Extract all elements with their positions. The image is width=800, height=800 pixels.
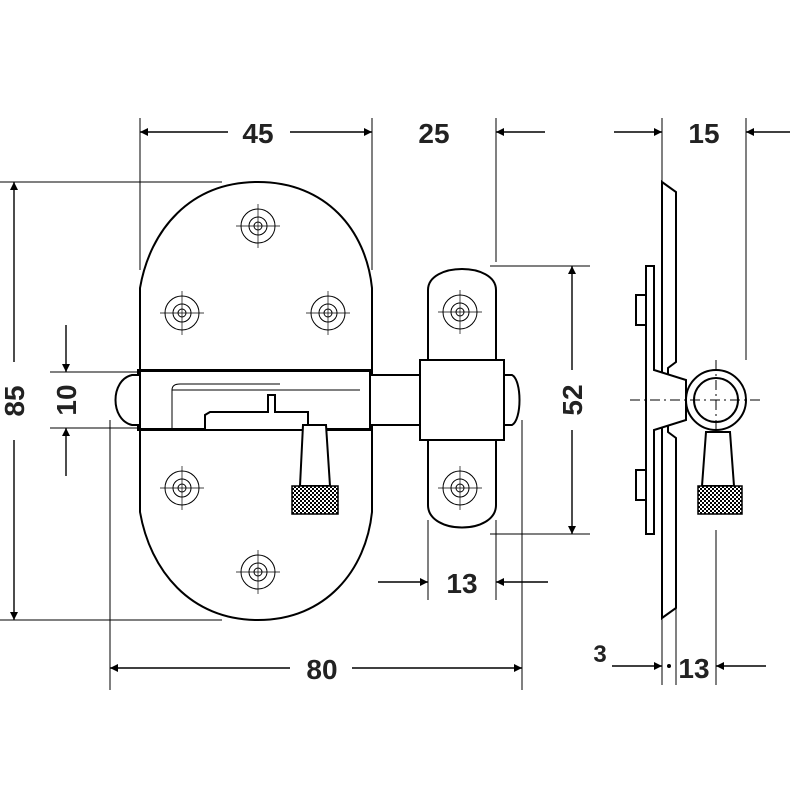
side-view: 15 3 13	[593, 118, 790, 685]
countersunk-screw-hole-icon	[160, 466, 204, 510]
knob-grip	[291, 485, 339, 515]
keeper-collar	[419, 359, 505, 441]
handle-slot	[171, 383, 360, 428]
countersunk-screw-hole-icon	[438, 290, 482, 334]
side-screw-head-top	[635, 294, 647, 326]
side-extension-lines	[661, 118, 747, 685]
dim-label-side-offset: 13	[678, 653, 709, 684]
mounting-holes	[160, 204, 482, 594]
front-view: 45 25 85 10 52 13 80	[0, 118, 590, 690]
countersunk-screw-hole-icon	[438, 466, 482, 510]
side-dimension-lines	[612, 128, 790, 670]
dim-label-plate-width: 45	[242, 118, 273, 149]
dim-label-total-length: 80	[306, 654, 337, 685]
knob-stem	[298, 424, 332, 487]
side-knob-grip	[697, 485, 743, 515]
handle-lever	[204, 394, 309, 431]
side-plate	[661, 180, 677, 620]
countersunk-screw-hole-icon	[236, 550, 280, 594]
dim-label-gap: 25	[418, 118, 449, 149]
dim-label-total-height: 85	[0, 385, 30, 416]
side-knob-stem	[700, 431, 736, 487]
dim-label-keeper-width: 13	[446, 568, 477, 599]
dim-label-keeper-height: 52	[557, 384, 588, 415]
dimension-lines	[10, 128, 576, 672]
countersunk-screw-hole-icon	[306, 291, 350, 335]
countersunk-screw-hole-icon	[160, 291, 204, 335]
countersunk-screw-hole-icon	[236, 204, 280, 248]
dim-label-bolt-diameter: 10	[51, 384, 82, 415]
side-screw-head-bottom	[635, 469, 647, 501]
dim-label-plate-thickness: 3	[593, 641, 606, 668]
extension-lines	[0, 118, 590, 690]
dim-label-depth: 15	[688, 118, 719, 149]
